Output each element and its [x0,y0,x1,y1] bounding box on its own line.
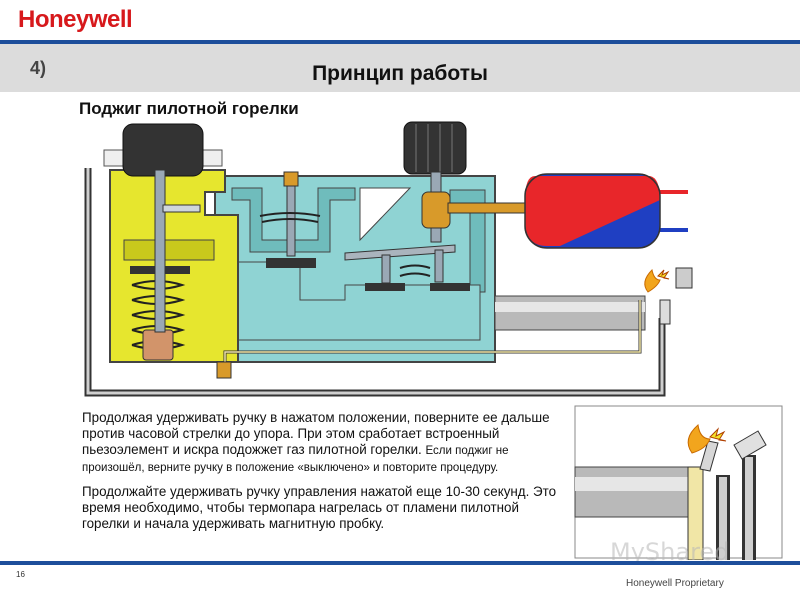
title-bar [0,44,800,92]
control-knob-icon [403,121,467,175]
instruction-note: Если поджиг не произошёл, верните ручку … [82,445,509,474]
reset-knob-icon [122,123,204,177]
section-subtitle: Поджиг пилотной горелки [79,99,299,118]
flame-icon [644,268,661,293]
pilot-burner-closeup [574,405,783,560]
closeup-spark-icon [709,427,727,442]
thermocouple-icon [659,299,671,325]
page-number: 16 [16,570,25,579]
instruction-paragraph-2: Продолжайте удерживать ручку управления … [82,484,557,531]
main-burner [494,295,646,331]
slide-title: Принцип работы [312,62,488,85]
header-divider [0,40,800,44]
instruction-main: Продолжая удерживать ручку в нажатом пол… [82,410,550,457]
footer-proprietary: Honeywell Proprietary [626,578,724,589]
instructions-text: Продолжая удерживать ручку в нажатом пол… [82,410,570,540]
gas-valve-diagram [84,121,693,397]
step-number: 4) [30,58,47,78]
honeywell-logo: Honeywell [18,6,133,33]
instruction-paragraph-1: Продолжая удерживать ручку в нажатом пол… [82,410,570,476]
footer-divider [0,561,800,565]
spark-icon [657,269,670,280]
closeup-flame-icon [687,424,711,454]
